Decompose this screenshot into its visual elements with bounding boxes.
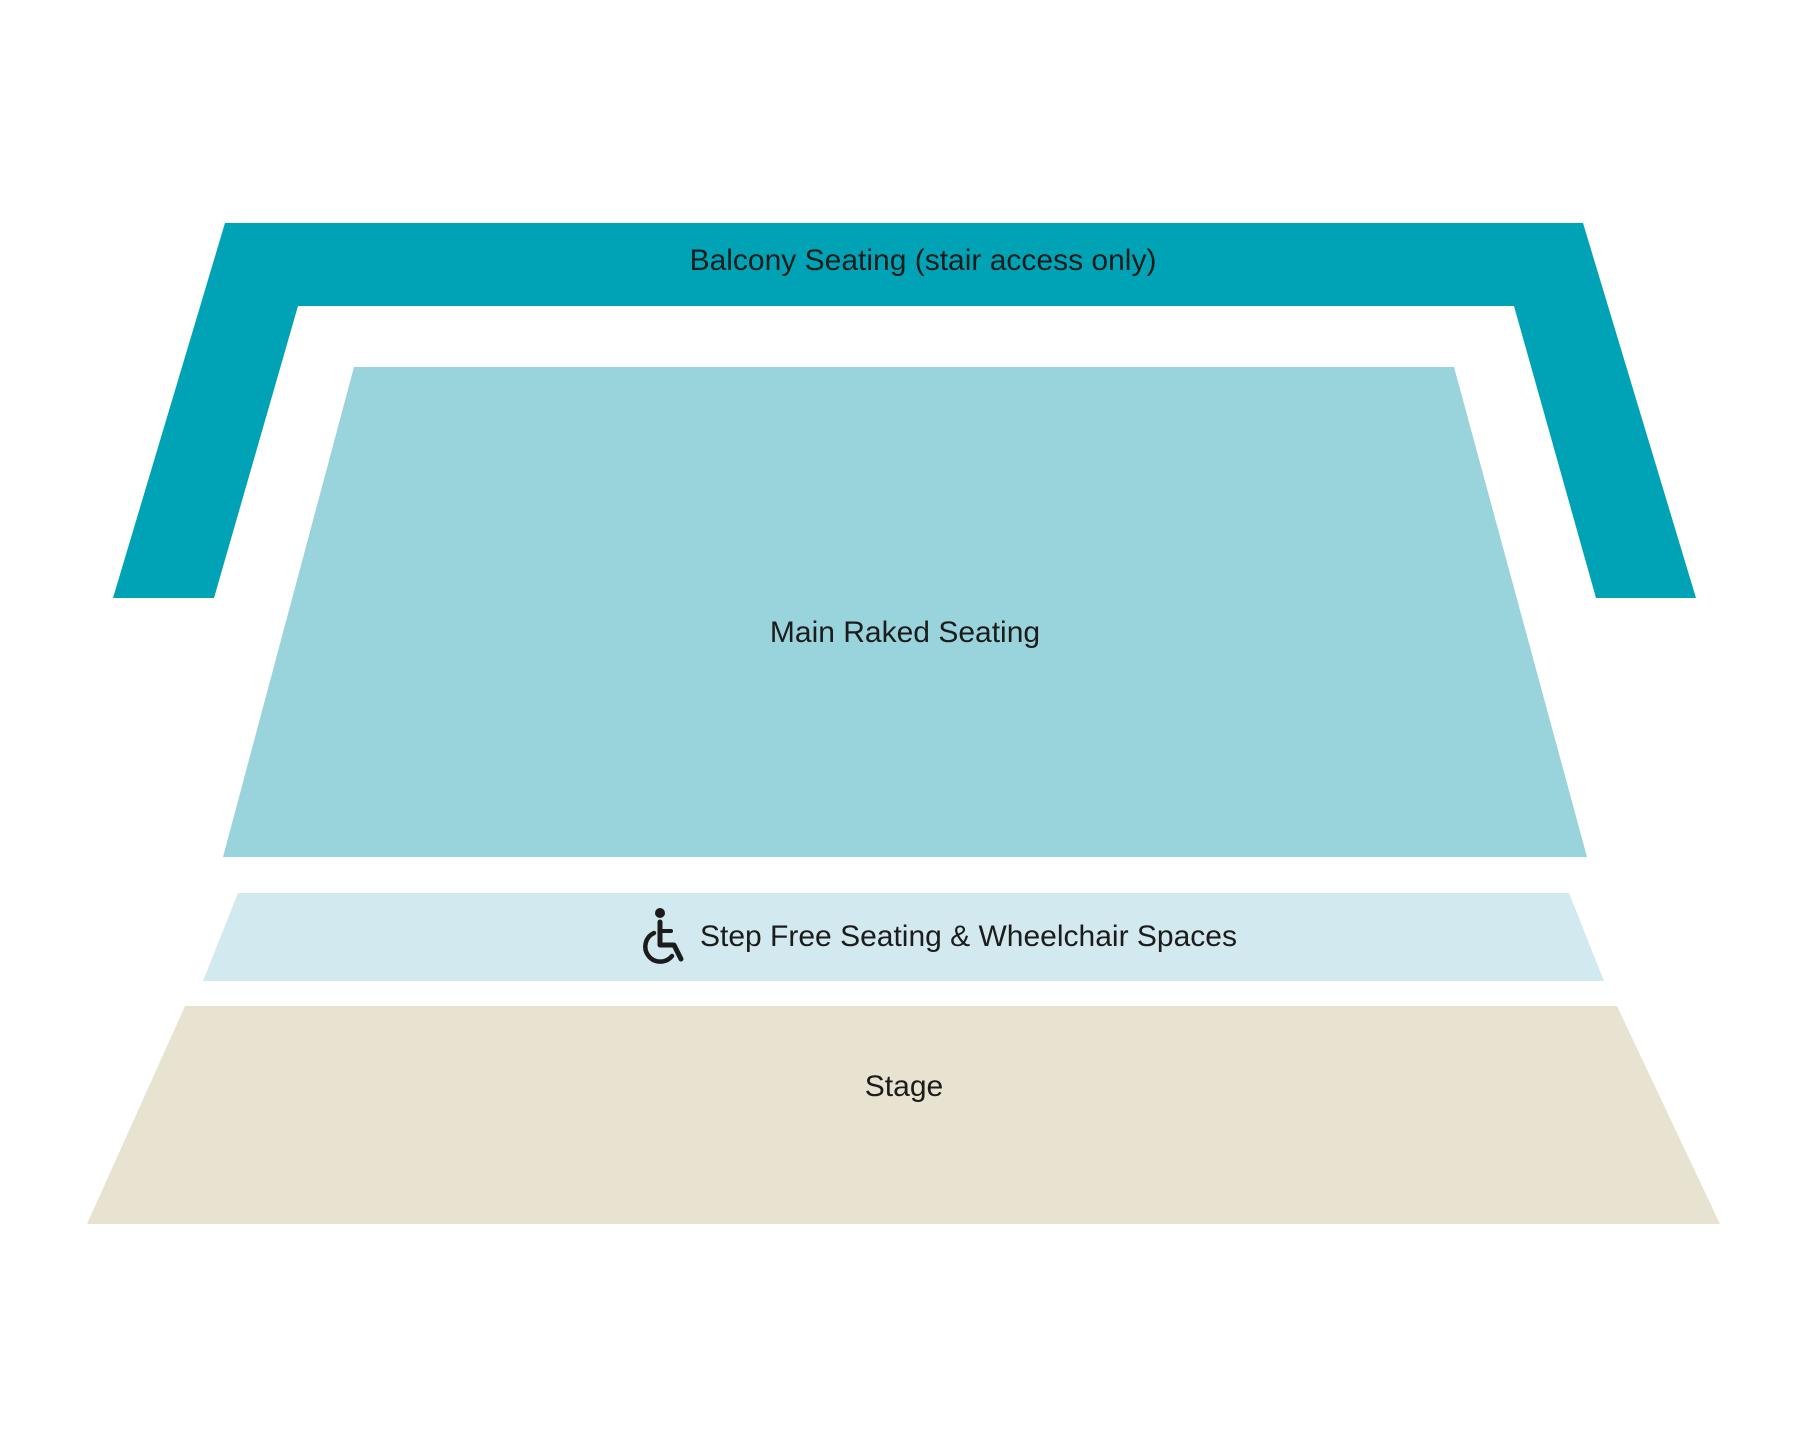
- wheelchair-icon: [643, 908, 684, 964]
- balcony-label: Balcony Seating (stair access only): [690, 244, 1157, 277]
- stage-label: Stage: [865, 1070, 943, 1103]
- balcony-shape[interactable]: [113, 223, 1696, 598]
- step-free-shape[interactable]: [203, 893, 1604, 981]
- stage-shape: [87, 1006, 1720, 1224]
- balcony-section[interactable]: Balcony Seating (stair access only): [113, 223, 1696, 598]
- stage-section: Stage: [87, 1006, 1720, 1224]
- main-raked-section[interactable]: Main Raked Seating: [223, 367, 1587, 857]
- main-raked-label: Main Raked Seating: [770, 616, 1040, 649]
- main-raked-shape[interactable]: [223, 367, 1587, 857]
- step-free-section[interactable]: Step Free Seating & Wheelchair Spaces: [203, 893, 1604, 981]
- step-free-label: Step Free Seating & Wheelchair Spaces: [700, 920, 1237, 953]
